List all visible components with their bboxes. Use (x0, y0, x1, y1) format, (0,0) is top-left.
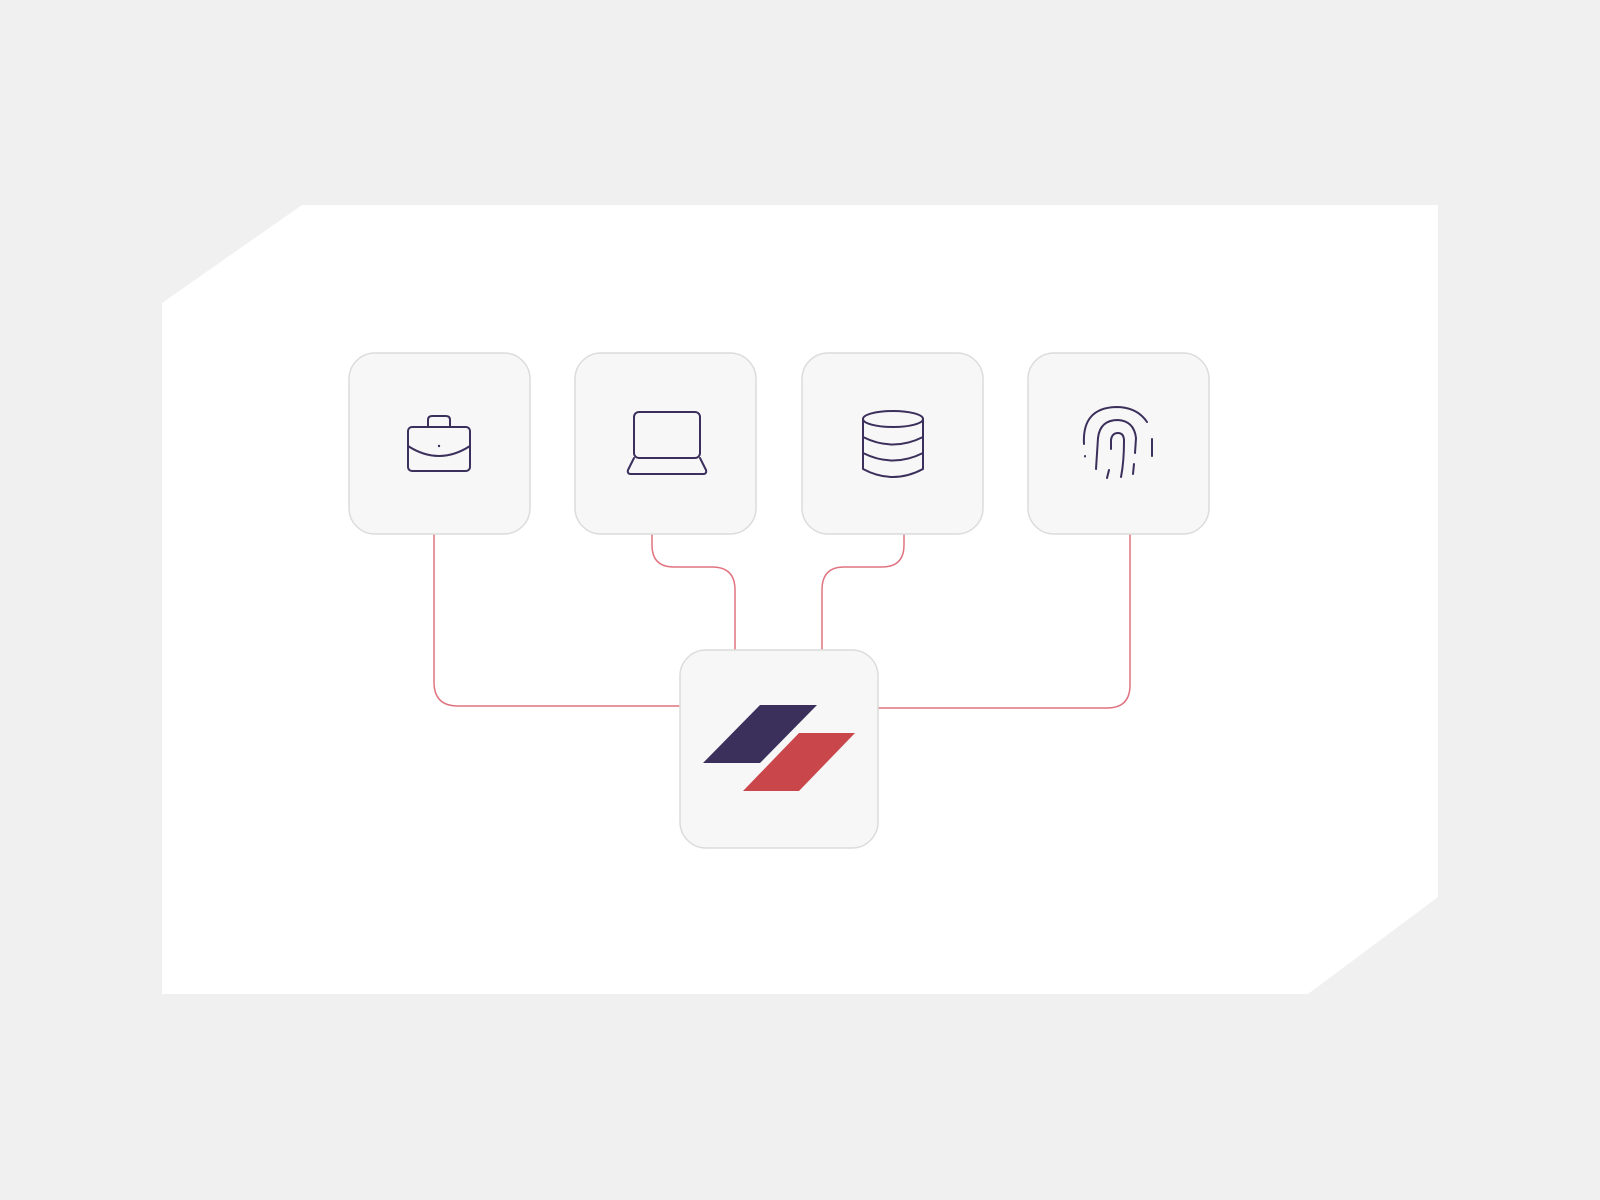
laptop-icon (626, 411, 708, 475)
connector-database-hub (821, 533, 905, 650)
connector-lines (433, 533, 1131, 709)
connector-fingerprint-hub (878, 533, 1131, 709)
node-tile (348, 352, 531, 535)
logo-accent-shape (743, 733, 855, 791)
diagram-panel (162, 205, 1438, 994)
connector-laptop-hub (651, 533, 736, 650)
hub-tile (679, 649, 879, 849)
node-fingerprint (1027, 352, 1210, 535)
database-icon (862, 410, 924, 478)
fingerprint-icon (1082, 406, 1153, 479)
node-laptop (574, 352, 757, 535)
brand-logo-icon (703, 705, 855, 791)
node-tile (574, 352, 757, 535)
briefcase-icon (407, 415, 471, 472)
node-database (801, 352, 984, 535)
connector-briefcase-hub (433, 533, 680, 707)
node-briefcase (348, 352, 531, 535)
node-tile (1027, 352, 1210, 535)
logo-primary-shape (703, 705, 817, 763)
node-hub (679, 649, 879, 849)
